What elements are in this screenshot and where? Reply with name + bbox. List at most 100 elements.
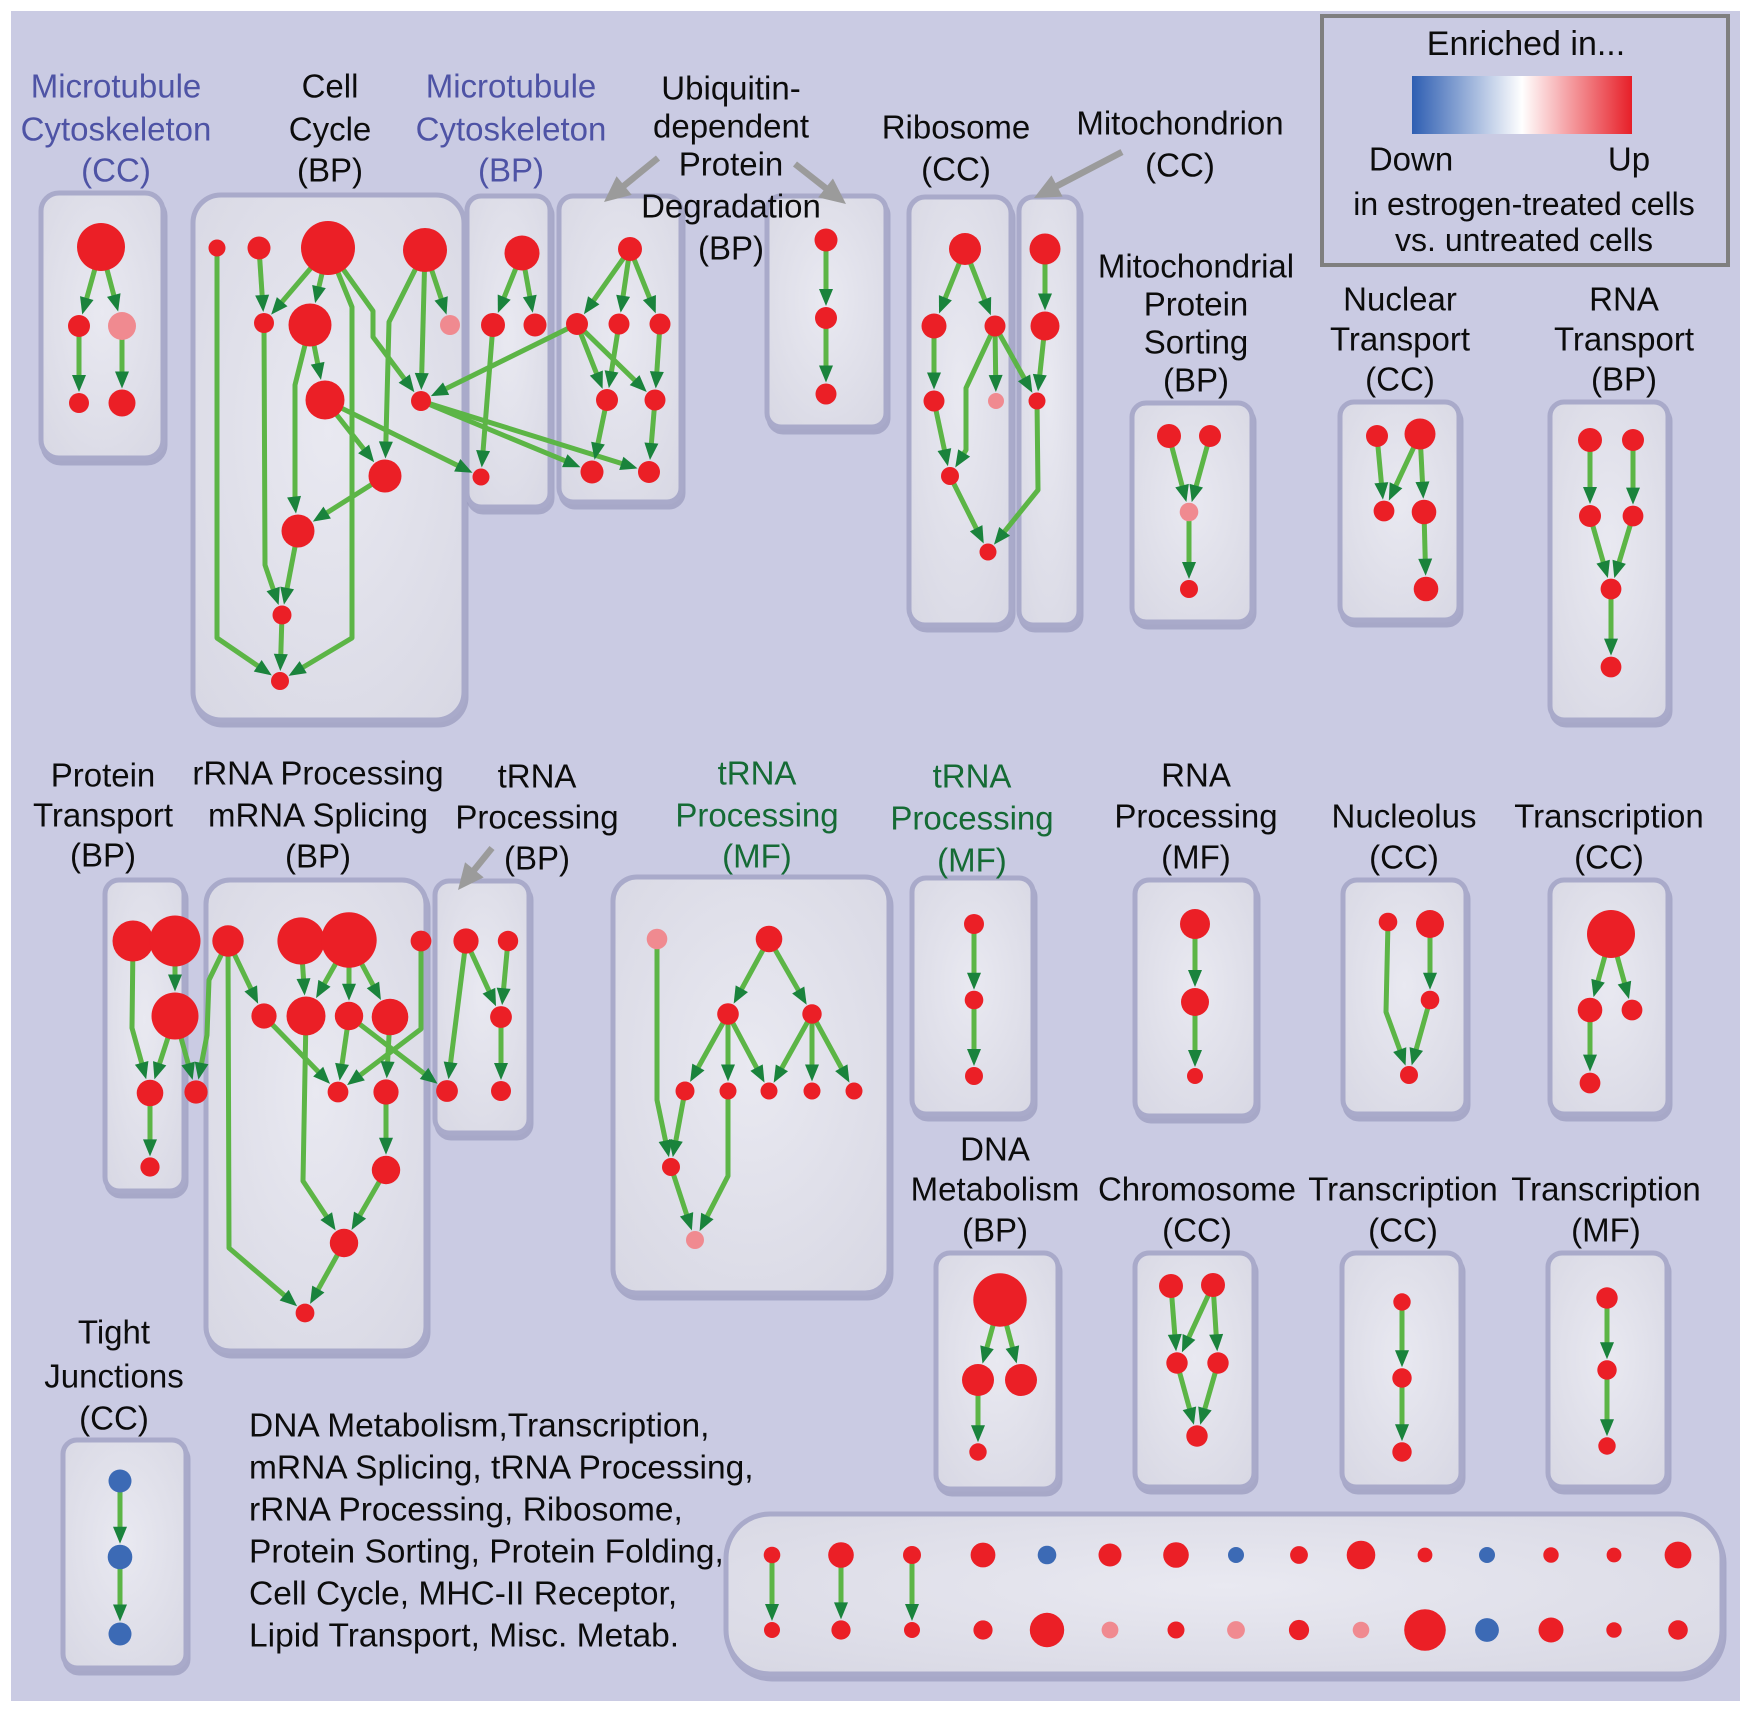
- edge-cc5-cc12: [261, 322, 278, 595]
- edge-arrowhead-cc1-cc13: [253, 659, 272, 676]
- group-label-nuclear-transport-cc-line0: Nuclear: [1343, 281, 1457, 318]
- group-label-nucleolus-cc-line0: Nucleolus: [1332, 798, 1477, 835]
- edge-rr4-rr9: [355, 941, 424, 1080]
- edge-arrowhead-y2-y3: [1600, 1419, 1614, 1437]
- node-w12t-misc: [1479, 1547, 1495, 1563]
- edge-arrowhead-cc6-cc8: [310, 361, 325, 380]
- node-rp1-rna-processing-mf: [1180, 909, 1210, 939]
- node-rb2-ribosome-cc: [921, 313, 947, 339]
- node-ur4r-ubiquitin-bp-1: [638, 461, 660, 483]
- edge-arrowhead-t2-t4: [792, 986, 807, 1005]
- group-label-trna-processing-mf-1-line1: Processing: [675, 797, 838, 834]
- group-box-dna-metabolism-bp: [933, 1250, 1061, 1492]
- edge-arrowhead-t3-t6: [721, 1064, 735, 1082]
- node-cc13-cell-cycle: [271, 672, 289, 690]
- group-label-mito-protein-sorting-bp-line1: Protein: [1144, 286, 1249, 323]
- group-label-ribosome-cc-line0: Ribosome: [882, 109, 1031, 146]
- node-tb1-trna-processing-bp: [453, 928, 479, 954]
- edge-arrowhead-nt4-nt5: [1418, 558, 1433, 576]
- group-label-ubiquitin-bp-1-line2: Protein: [679, 146, 784, 183]
- node-t4-trna-processing-mf-1: [802, 1004, 822, 1024]
- node-tj2-tight-junctions-cc: [107, 1544, 133, 1570]
- edge-arrowhead-nt2-nt3: [1388, 482, 1403, 501]
- edge-arrowhead-cc9-ur4r: [619, 456, 638, 471]
- node-rt1-rna-transport-bp: [1578, 428, 1602, 452]
- gray-arrow-head-trna-bp-to-box: [458, 862, 484, 890]
- gray-arrow-head-mitochondrion-to-box: [1034, 175, 1063, 198]
- edge-arrowhead-tj1-tj2: [113, 1526, 127, 1544]
- edge-arrowhead-pt3-pt4: [153, 1061, 167, 1080]
- edge-arrowhead-pt1-pt4: [134, 1060, 149, 1080]
- node-y2-transcription-mf: [1597, 1360, 1617, 1380]
- node-m4-microtubule-cc: [69, 393, 89, 413]
- group-label-trna-processing-mf-1-line2: (MF): [722, 838, 792, 875]
- group-label-microtubule-cc-line2: (CC): [81, 152, 151, 189]
- node-t5-trna-processing-mf-1: [675, 1081, 695, 1101]
- group-label-protein-transport-bp-line2: (BP): [70, 837, 136, 874]
- node-nt1-nuclear-transport-cc: [1366, 425, 1388, 447]
- edge-arrowhead-tb3-tb5: [494, 1063, 508, 1080]
- group-label-microtubule-cc-line1: Cytoskeleton: [21, 111, 212, 148]
- legend-up-label: Up: [1608, 141, 1650, 178]
- gray-arrow-head-ubiquitin-to-right-box: [818, 178, 846, 204]
- group-label-transcription-cc-bottom-line1: (CC): [1368, 1212, 1438, 1249]
- group-label-rna-transport-bp-line2: (BP): [1591, 361, 1657, 398]
- edge-arrowhead-rt1-rt3: [1583, 487, 1597, 504]
- nodes: [68, 221, 1692, 1651]
- edge-ur2l-cc9: [440, 321, 579, 394]
- edge-arrowhead-ch2-ch4: [1209, 1333, 1224, 1352]
- edge-arrowhead-rr5-rr9: [313, 1066, 331, 1084]
- edge-arrowhead-tc1-tc2: [1591, 978, 1605, 998]
- edge-rr6-rr12: [300, 1015, 332, 1222]
- edge-arrowhead-t3-t5: [690, 1063, 705, 1082]
- edge-arrowhead-cc3-cc5: [271, 297, 288, 315]
- edge-arrowhead-m2-m4: [72, 375, 86, 392]
- node-cc8-cell-cycle: [305, 380, 345, 420]
- node-rr13-rrna-mrna-bp: [295, 1303, 315, 1323]
- edge-arrowhead-u1-u2: [967, 972, 981, 990]
- edge-arrowhead-ur2l-cc9: [430, 382, 450, 397]
- node-cc1-cell-cycle: [208, 239, 226, 257]
- node-t1-trna-processing-mf-1: [646, 928, 668, 950]
- node-ch3-chromosome-cc: [1166, 1352, 1188, 1374]
- edge-arrowhead-tc1-tc3: [1617, 980, 1632, 1000]
- node-rr5-rrna-mrna-bp: [251, 1003, 277, 1029]
- edge-arrowhead-rb1-rb3: [978, 296, 992, 316]
- node-p3-mito-protein-sorting-bp: [1179, 502, 1199, 522]
- node-w5b-misc: [1029, 1612, 1065, 1648]
- group-label-nuclear-transport-cc-line2: (CC): [1365, 361, 1435, 398]
- edge-mi3-rb7: [999, 400, 1041, 537]
- node-t10-trna-processing-mf-1: [662, 1158, 680, 1176]
- legend-subtitle-1: in estrogen-treated cells: [1353, 186, 1695, 222]
- node-w7t-misc: [1163, 1542, 1189, 1568]
- node-t2-trna-processing-mf-1: [755, 925, 783, 953]
- node-ch5-chromosome-cc: [1186, 1425, 1208, 1447]
- legend-box: [1320, 14, 1730, 267]
- node-pt4-protein-transport-bp: [136, 1079, 164, 1107]
- annotation-arrows: [458, 149, 1124, 890]
- node-w10b-misc: [1352, 1621, 1370, 1639]
- node-uv1-ubiquitin-bp-2: [814, 228, 838, 252]
- edge-arrowhead-rp1-rp2: [1188, 970, 1202, 987]
- gray-arrow-line-mitochondrion-to-box: [1050, 149, 1124, 192]
- group-labels: MicrotubuleCytoskeleton(CC)CellCycle(BP)…: [21, 68, 1704, 1437]
- node-w4b-misc: [973, 1620, 993, 1640]
- group-label-chromosome-cc-line0: Chromosome: [1098, 1171, 1296, 1208]
- edge-arrowhead-t2-t3: [733, 985, 748, 1004]
- group-label-rna-processing-mf-line2: (MF): [1161, 839, 1231, 876]
- node-pt2-protein-transport-bp: [149, 915, 201, 967]
- edge-arrowhead-uv2-uv3: [819, 365, 833, 383]
- edge-arrowhead-rr10-rr11: [379, 1137, 393, 1155]
- gray-arrow-head-ubiquitin-to-left-box: [604, 176, 632, 202]
- node-w8t-misc: [1228, 1547, 1244, 1563]
- group-label-protein-transport-bp-line1: Transport: [33, 797, 173, 834]
- edge-arrowhead-cc4-cc10: [378, 441, 393, 459]
- edge-arrowhead-t3-t7: [750, 1064, 765, 1083]
- edge-arrowhead-rr1-pt5: [194, 1061, 209, 1080]
- node-w1t-misc: [763, 1546, 781, 1564]
- note-line-1: mRNA Splicing, tRNA Processing,: [249, 1450, 754, 1487]
- node-p4-mito-protein-sorting-bp: [1180, 580, 1198, 598]
- edge-arrowhead-rr1-rr5: [244, 985, 259, 1004]
- edge-arrowhead-rr12-rr13: [310, 1285, 325, 1304]
- node-t6-trna-processing-mf-1: [719, 1082, 737, 1100]
